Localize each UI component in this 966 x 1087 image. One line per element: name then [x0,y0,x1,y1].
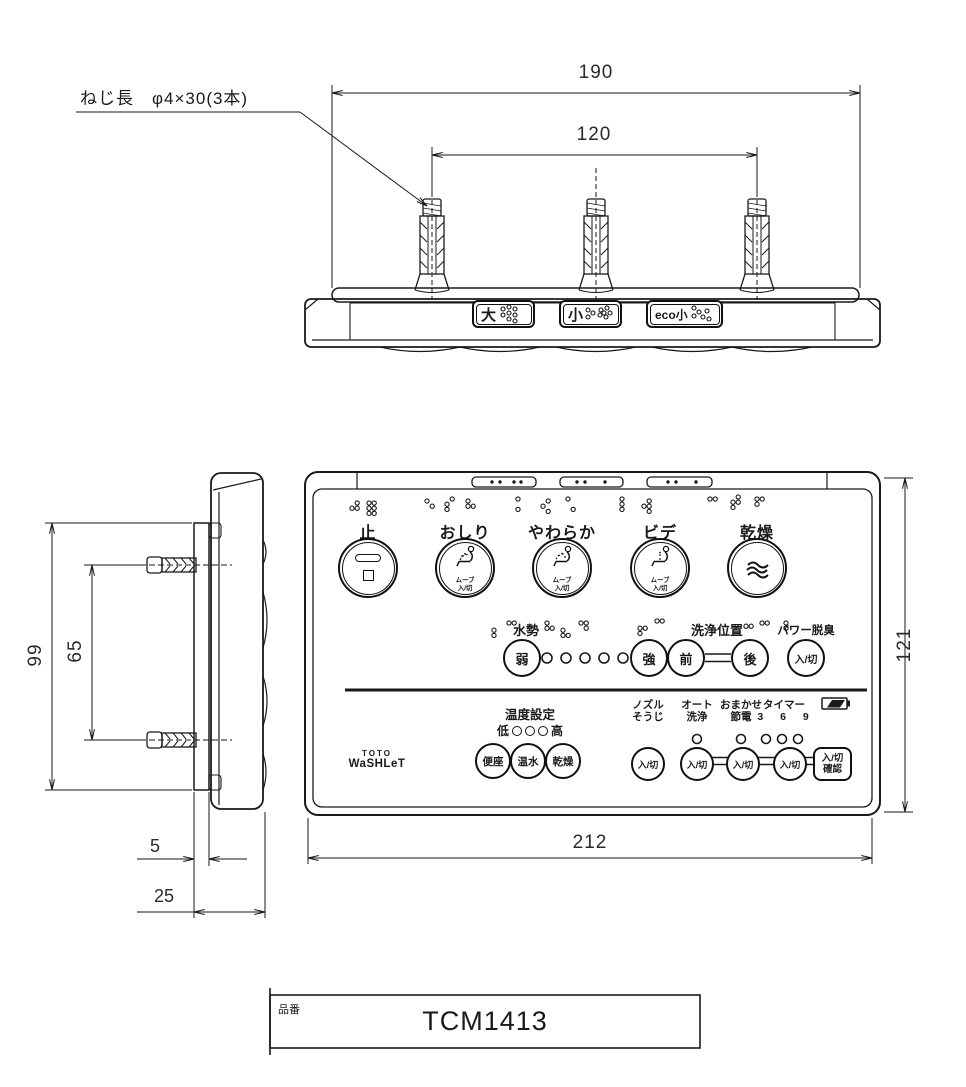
bidet-label: ビデ [642,525,677,542]
deodorizer-title: パワー脱臭 [777,625,835,637]
move-label: ムーブ [552,577,572,584]
dim-screw-pitch-side: 65 [65,639,86,663]
rear-wash-button[interactable]: ムーブ 入/切 [435,538,495,598]
part-number-label: 品番 [278,1004,300,1016]
dim-screw-pitch: 120 [576,124,612,145]
stop-bar-icon [355,554,381,562]
temp-dry-button[interactable]: 乾燥 [545,743,581,779]
position-front-button[interactable]: 前 [667,639,705,677]
braille-dots [691,305,712,322]
rear-wash-label: おしり [439,525,491,542]
flush-button-large[interactable]: 大 [472,300,535,328]
part-number-value: TCM1413 [422,1006,548,1036]
auto-energy-onoff-button[interactable]: 入/切 [726,747,760,781]
temperature-indicator-row: 低 高 [484,722,576,739]
move-label: ムーブ [455,577,475,584]
timer-onoff-button[interactable]: 入/切 [773,747,807,781]
stop-square-icon [363,570,374,581]
move-label: ムーブ [650,577,670,584]
temp-indicator-lamp [538,725,548,736]
temp-low-label: 低 [496,724,509,738]
onoff-label: 入/切 [652,585,668,592]
seated-person-spray-icon [456,545,475,567]
position-back-button[interactable]: 後 [731,639,769,677]
dim-plate-width: 190 [578,62,614,83]
braille-dots [500,304,518,324]
deodorizer-onoff-button[interactable]: 入/切 [787,639,825,677]
dim-bracket-height: 99 [25,643,46,667]
flush-button-large-label: 大 [481,306,497,324]
stop-button[interactable] [338,538,398,598]
stop-label: 止 [359,525,377,542]
temp-indicator-lamp [512,725,522,736]
soft-wash-label: やわらか [527,525,596,542]
warm-air-icon [746,561,769,579]
temperature-title: 温度設定 [504,708,555,722]
flush-button-eco[interactable]: eco小 [646,300,723,328]
screw-note: ねじ長 φ4×30(3本) [80,89,249,108]
flush-button-eco-label: eco小 [655,307,688,322]
onoff-label: 入/切 [457,585,473,592]
onoff-label: 入/切 [554,585,570,592]
auto-energy-title: おまかせ節電 [720,699,762,723]
dim-body-width: 212 [572,832,608,853]
dim-body-height: 121 [894,627,915,663]
nozzle-clean-title: ノズルそうじ [632,699,664,723]
dry-label: 乾燥 [739,525,774,542]
braille-dots [585,305,613,320]
onoff-confirm-button[interactable]: 入/切 確認 [813,747,852,781]
dim-body-depth: 25 [154,886,175,906]
product-name: WaSHLeT [348,758,406,770]
dry-button[interactable] [727,538,787,598]
wash-position-title: 洗浄位置 [690,623,743,638]
temp-indicator-lamp [525,725,535,736]
dim-bracket-depth: 5 [150,836,161,856]
water-strong-button[interactable]: 強 [630,639,668,677]
flush-button-small[interactable]: 小 [559,300,622,328]
water-pressure-title: 水勢 [512,623,539,638]
temp-seat-button[interactable]: 便座 [475,743,511,779]
brand-name: TOTO [362,749,392,758]
auto-wash-title: オート洗浄 [681,699,713,723]
nozzle-clean-onoff-button[interactable]: 入/切 [631,747,665,781]
bidet-button[interactable]: ムーブ 入/切 [630,538,690,598]
water-weak-button[interactable]: 弱 [503,639,541,677]
seated-person-spray-icon [651,545,670,567]
flush-button-small-label: 小 [568,306,584,324]
temp-high-label: 高 [551,724,564,738]
auto-wash-onoff-button[interactable]: 入/切 [680,747,714,781]
seated-person-spray-icon [553,545,572,567]
temp-water-button[interactable]: 温水 [510,743,546,779]
soft-wash-button[interactable]: ムーブ 入/切 [532,538,592,598]
timer-title: タイマー 3 6 9 [757,699,816,723]
brand-logo: TOTO WaSHLeT [345,749,409,771]
